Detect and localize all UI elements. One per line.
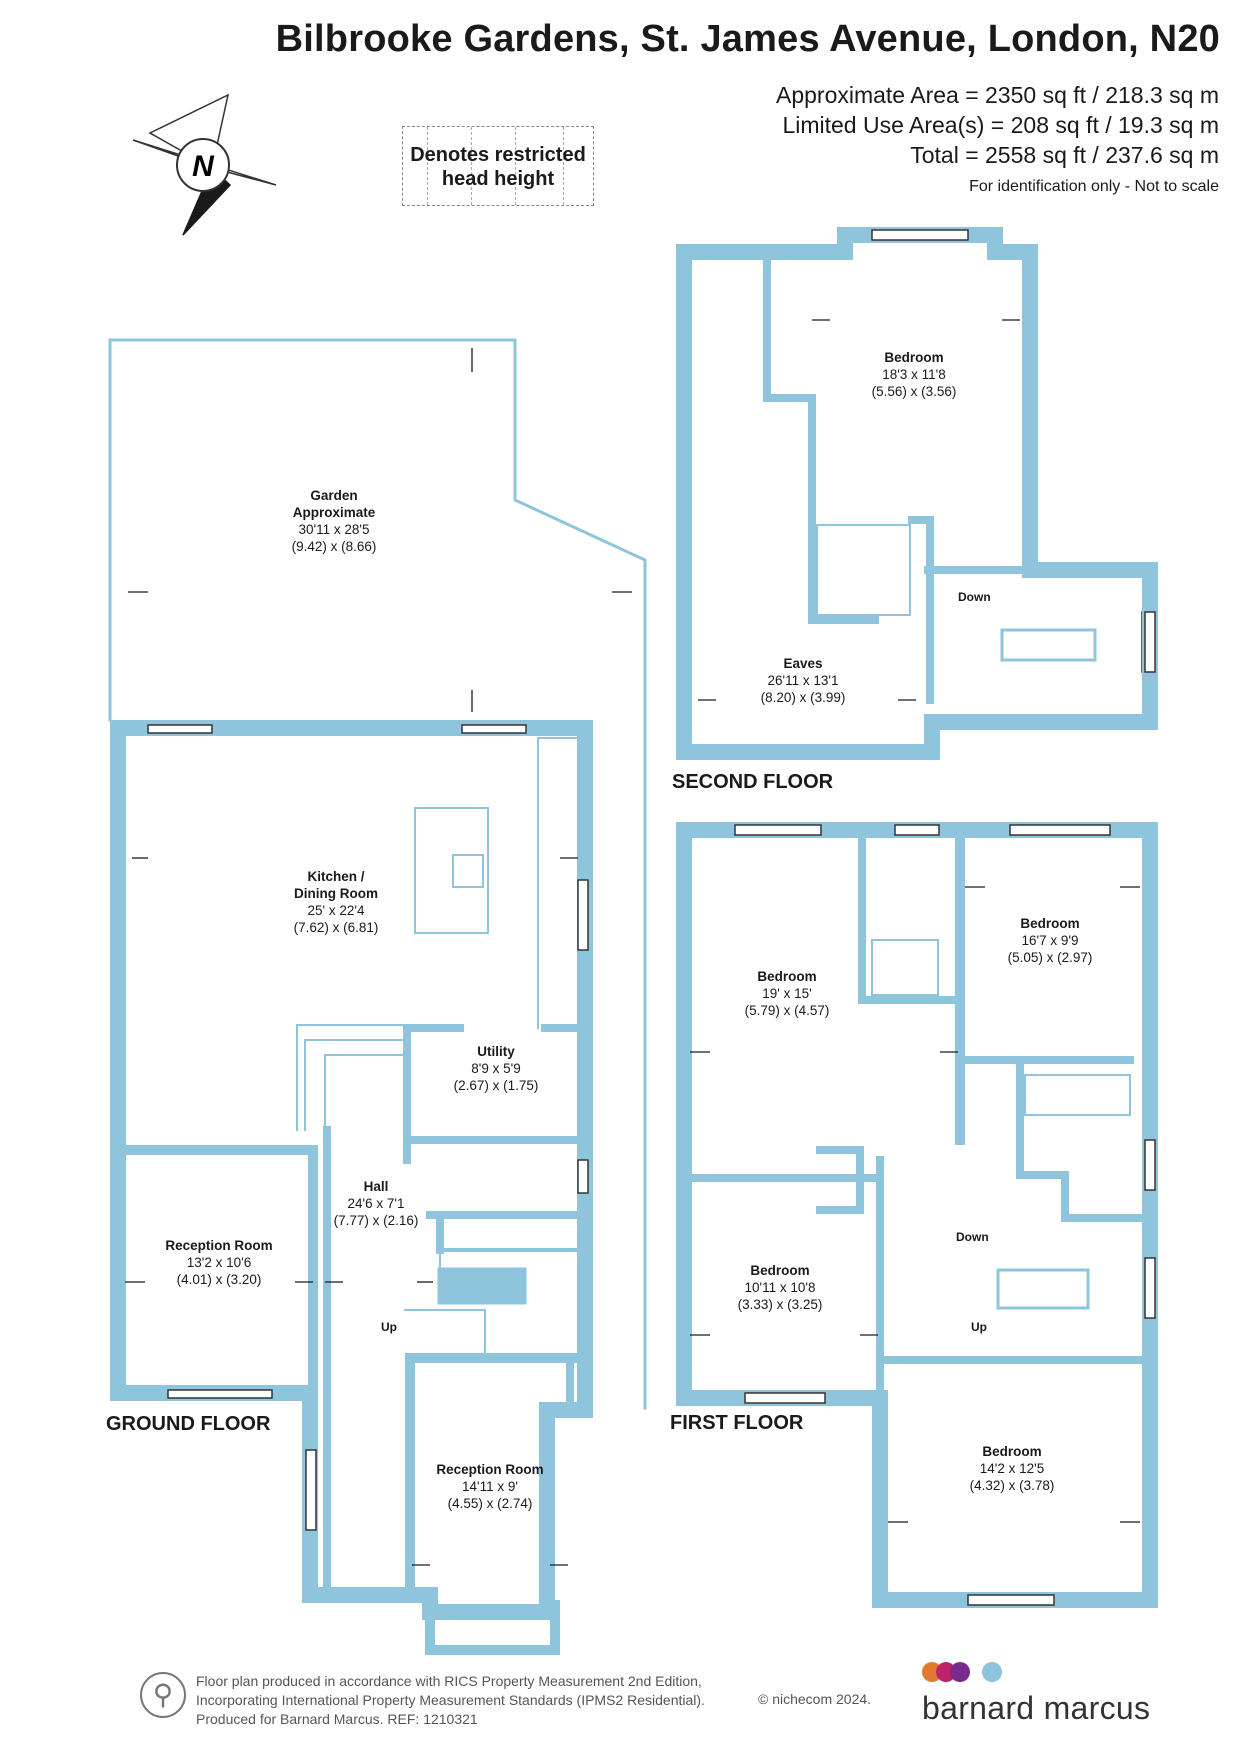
room-imperial: 10'11 x 10'8 [744, 1280, 816, 1295]
compass-north-label: N [192, 150, 215, 183]
room-imperial: 24'6 x 7'1 [347, 1196, 405, 1211]
room-name: Reception Room [165, 1238, 273, 1253]
room-metric: (5.56) x (3.56) [871, 384, 957, 399]
stair-down-first: Down [956, 1230, 989, 1244]
room-subname: Dining Room [293, 886, 378, 901]
legend-line-1: Denotes restricted [410, 144, 586, 166]
first-floor-label: FIRST FLOOR [670, 1412, 804, 1434]
stair-up-first: Up [971, 1320, 987, 1334]
footer-line-1: Floor plan produced in accordance with R… [196, 1673, 702, 1689]
room-imperial: 30'11 x 28'5 [298, 522, 370, 537]
room-bedroom-f1: Bedroom 19' x 15' (5.79) x (4.57) [745, 968, 830, 1019]
compass-icon [132, 93, 277, 236]
room-name: Bedroom [757, 969, 817, 984]
room-bedroom-f3: Bedroom 10'11 x 10'8 (3.33) x (3.25) [738, 1262, 823, 1313]
room-imperial: 19' x 15' [762, 986, 812, 1001]
room-bedroom-f4: Bedroom 14'2 x 12'5 (4.32) x (3.78) [970, 1443, 1055, 1494]
copyright: © nichecom 2024. [758, 1691, 872, 1707]
room-subname: Approximate [292, 505, 376, 520]
room-name: Bedroom [750, 1263, 810, 1278]
room-imperial: 14'11 x 9' [462, 1479, 518, 1494]
room-metric: (7.77) x (2.16) [333, 1213, 419, 1228]
room-name: Eaves [783, 656, 823, 671]
room-kitchen: Kitchen / Dining Room 25' x 22'4 (7.62) … [294, 868, 379, 936]
room-imperial: 26'11 x 13'1 [767, 673, 839, 688]
room-metric: (7.62) x (6.81) [293, 920, 379, 935]
room-name: Kitchen / [307, 869, 365, 884]
approx-area: Approximate Area = 2350 sq ft / 218.3 sq… [775, 82, 1219, 108]
room-name: Bedroom [884, 350, 944, 365]
room-metric: (5.79) x (4.57) [744, 1003, 830, 1018]
room-reception-2: Reception Room 14'11 x 9' (4.55) x (2.74… [436, 1461, 543, 1512]
room-name: Bedroom [982, 1444, 1042, 1459]
limited-area: Limited Use Area(s) = 208 sq ft / 19.3 s… [782, 112, 1219, 138]
room-metric: (5.05) x (2.97) [1007, 950, 1093, 965]
room-name: Reception Room [436, 1462, 544, 1477]
room-metric: (4.55) x (2.74) [447, 1496, 533, 1511]
room-bedroom-s1: Bedroom 18'3 x 11'8 (5.56) x (3.56) [872, 349, 957, 400]
room-bedroom-f2: Bedroom 16'7 x 9'9 (5.05) x (2.97) [1008, 915, 1093, 966]
stair-down-second: Down [958, 590, 991, 604]
property-title: Bilbrooke Gardens, St. James Avenue, Lon… [275, 18, 1220, 60]
room-imperial: 18'3 x 11'8 [882, 367, 946, 382]
room-metric: (8.20) x (3.99) [760, 690, 846, 705]
legend-line-2: head height [441, 168, 555, 190]
room-metric: (9.42) x (8.66) [291, 539, 377, 554]
room-utility: Utility 8'9 x 5'9 (2.67) x (1.75) [454, 1043, 539, 1094]
room-garden: Garden Approximate 30'11 x 28'5 (9.42) x… [292, 487, 377, 555]
room-name: Utility [477, 1044, 515, 1059]
room-imperial: 16'7 x 9'9 [1021, 933, 1079, 948]
room-name: Garden [310, 488, 358, 503]
ground-floor-label: GROUND FLOOR [106, 1413, 271, 1435]
second-floor-label: SECOND FLOOR [672, 771, 834, 793]
total-area: Total = 2558 sq ft / 237.6 sq m [910, 142, 1219, 168]
scale-note: For identification only - Not to scale [969, 178, 1219, 195]
room-eaves: Eaves 26'11 x 13'1 (8.20) x (3.99) [761, 655, 846, 706]
accessibility-icon: ⚲ [140, 1672, 186, 1718]
second-floor-walls [676, 227, 1158, 760]
room-metric: (2.67) x (1.75) [453, 1078, 539, 1093]
brand-name: barnard marcus [922, 1690, 1151, 1726]
footer-line-2: Incorporating International Property Mea… [196, 1692, 705, 1708]
stair-up-ground: Up [381, 1320, 397, 1334]
room-imperial: 14'2 x 12'5 [979, 1461, 1045, 1476]
room-metric: (3.33) x (3.25) [737, 1297, 823, 1312]
room-imperial: 25' x 22'4 [307, 903, 365, 918]
brand-dots-logo [922, 1662, 1002, 1687]
room-hall: Hall 24'6 x 7'1 (7.77) x (2.16) [334, 1178, 419, 1229]
room-metric: (4.01) x (3.20) [176, 1272, 262, 1287]
room-metric: (4.32) x (3.78) [969, 1478, 1055, 1493]
ground-floor-walls [110, 720, 593, 1620]
room-imperial: 13'2 x 10'6 [186, 1255, 252, 1270]
room-name: Bedroom [1020, 916, 1080, 931]
footer-line-3: Produced for Barnard Marcus. REF: 121032… [196, 1711, 478, 1727]
room-reception-1: Reception Room 13'2 x 10'6 (4.01) x (3.2… [165, 1237, 272, 1288]
footer-text: Floor plan produced in accordance with R… [196, 1672, 705, 1729]
first-floor-walls [676, 822, 1158, 1608]
room-imperial: 8'9 x 5'9 [471, 1061, 521, 1076]
restricted-height-legend: Denotes restricted head height [402, 126, 594, 206]
room-name: Hall [363, 1179, 389, 1194]
